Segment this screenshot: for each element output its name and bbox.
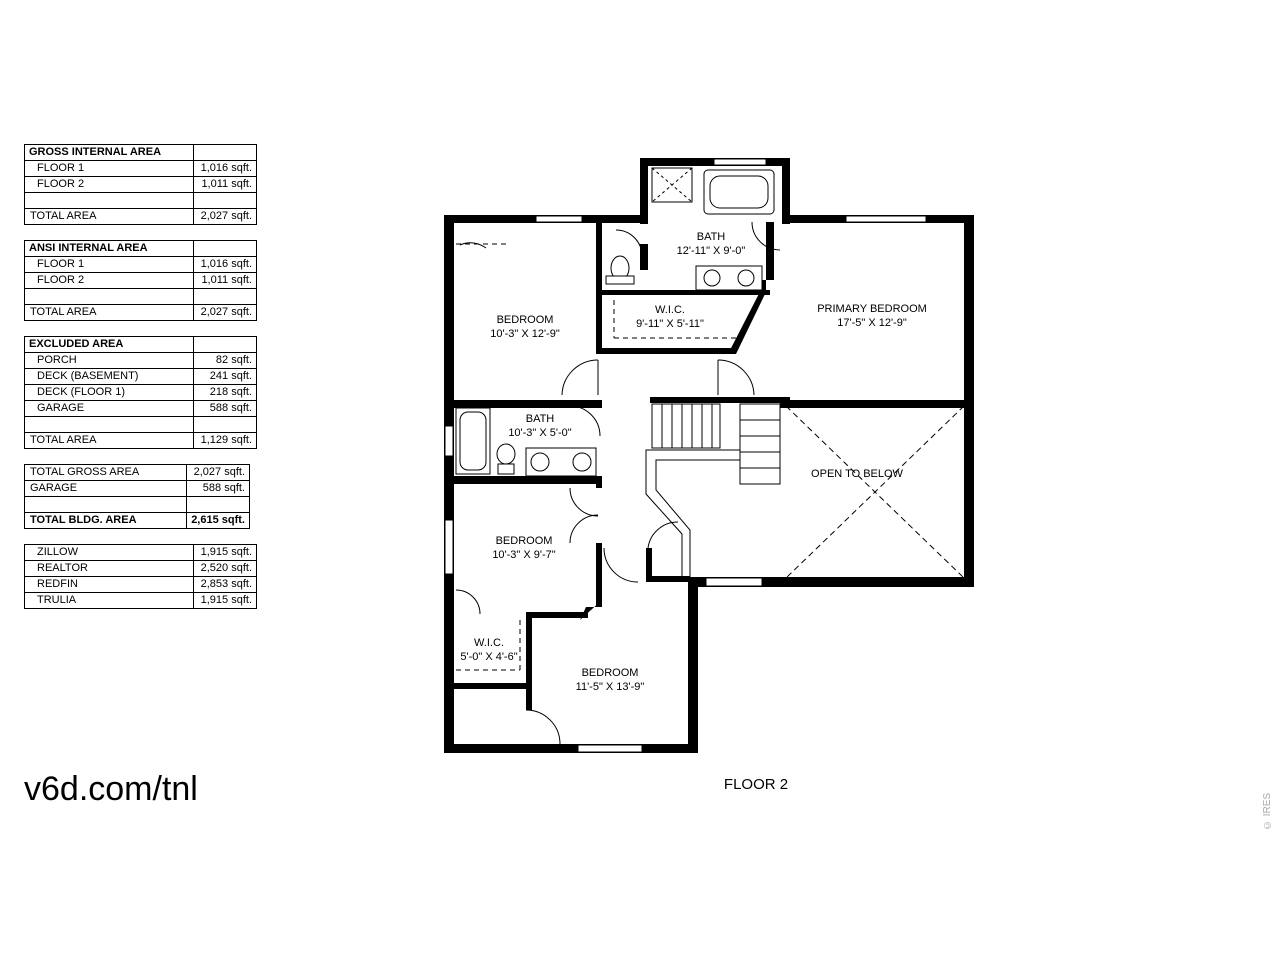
row-value: 588 sqft. (193, 400, 257, 417)
room-name: W.I.C. (474, 637, 504, 649)
room-name: BATH (697, 231, 726, 243)
room-name: BEDROOM (582, 667, 639, 679)
total-label: TOTAL AREA (24, 432, 194, 449)
total-gross-label: TOTAL GROSS AREA (24, 464, 187, 481)
row-label: FLOOR 1 (24, 256, 194, 273)
room-name: BATH (526, 413, 555, 425)
bath-fixtures (455, 167, 775, 477)
total-value: 2,027 sqft. (193, 304, 257, 321)
site-value: 2,853 sqft. (193, 576, 257, 593)
windows (444, 158, 927, 753)
total-bldg-label: TOTAL BLDG. AREA (24, 512, 187, 529)
room-dims: 9'-11" X 5'-11" (636, 318, 704, 330)
total-value: 2,027 sqft. (193, 208, 257, 225)
room-dims: 12'-11" X 9'-0" (677, 245, 746, 257)
total-label: TOTAL AREA (24, 208, 194, 225)
total-value: 1,129 sqft. (193, 432, 257, 449)
open-to-below-marker (785, 405, 965, 579)
site-link[interactable]: v6d.com/tnl (24, 770, 198, 808)
room-name: BEDROOM (497, 314, 554, 326)
room-name: BEDROOM (496, 535, 553, 547)
room-dims: 11'-5" X 13'-9" (576, 681, 645, 693)
table-title: ANSI INTERNAL AREA (24, 240, 194, 257)
row-label: DECK (FLOOR 1) (24, 384, 194, 401)
staircase (645, 403, 781, 579)
door-swings (455, 221, 781, 745)
room-name: W.I.C. (655, 304, 685, 316)
room-name: OPEN TO BELOW (811, 468, 904, 480)
row-value: 241 sqft. (193, 368, 257, 385)
closet-rods (456, 243, 740, 671)
floor-label: FLOOR 2 (724, 776, 788, 793)
room-dims: 5'-0" X 4'-6" (460, 651, 517, 663)
room-labels: BEDROOM 10'-3" X 12'-9" BATH 12'-11" X 9… (460, 231, 926, 693)
row-value: 1,011 sqft. (193, 176, 257, 193)
room-dims: 10'-3" X 9'-7" (492, 549, 555, 561)
total-gross-value: 2,027 sqft. (186, 464, 250, 481)
site-value: 1,915 sqft. (193, 592, 257, 609)
row-label: DECK (BASEMENT) (24, 368, 194, 385)
site-label: TRULIA (24, 592, 194, 609)
room-dims: 17'-5" X 12'-9" (837, 317, 907, 329)
total-bldg-value: 2,615 sqft. (186, 512, 250, 529)
room-dims: 10'-3" X 5'-0" (508, 427, 571, 439)
row-value: 82 sqft. (193, 352, 257, 369)
row-value: 1,016 sqft. (193, 256, 257, 273)
room-dims: 10'-3" X 12'-9" (490, 328, 560, 340)
room-name: PRIMARY BEDROOM (817, 303, 927, 315)
